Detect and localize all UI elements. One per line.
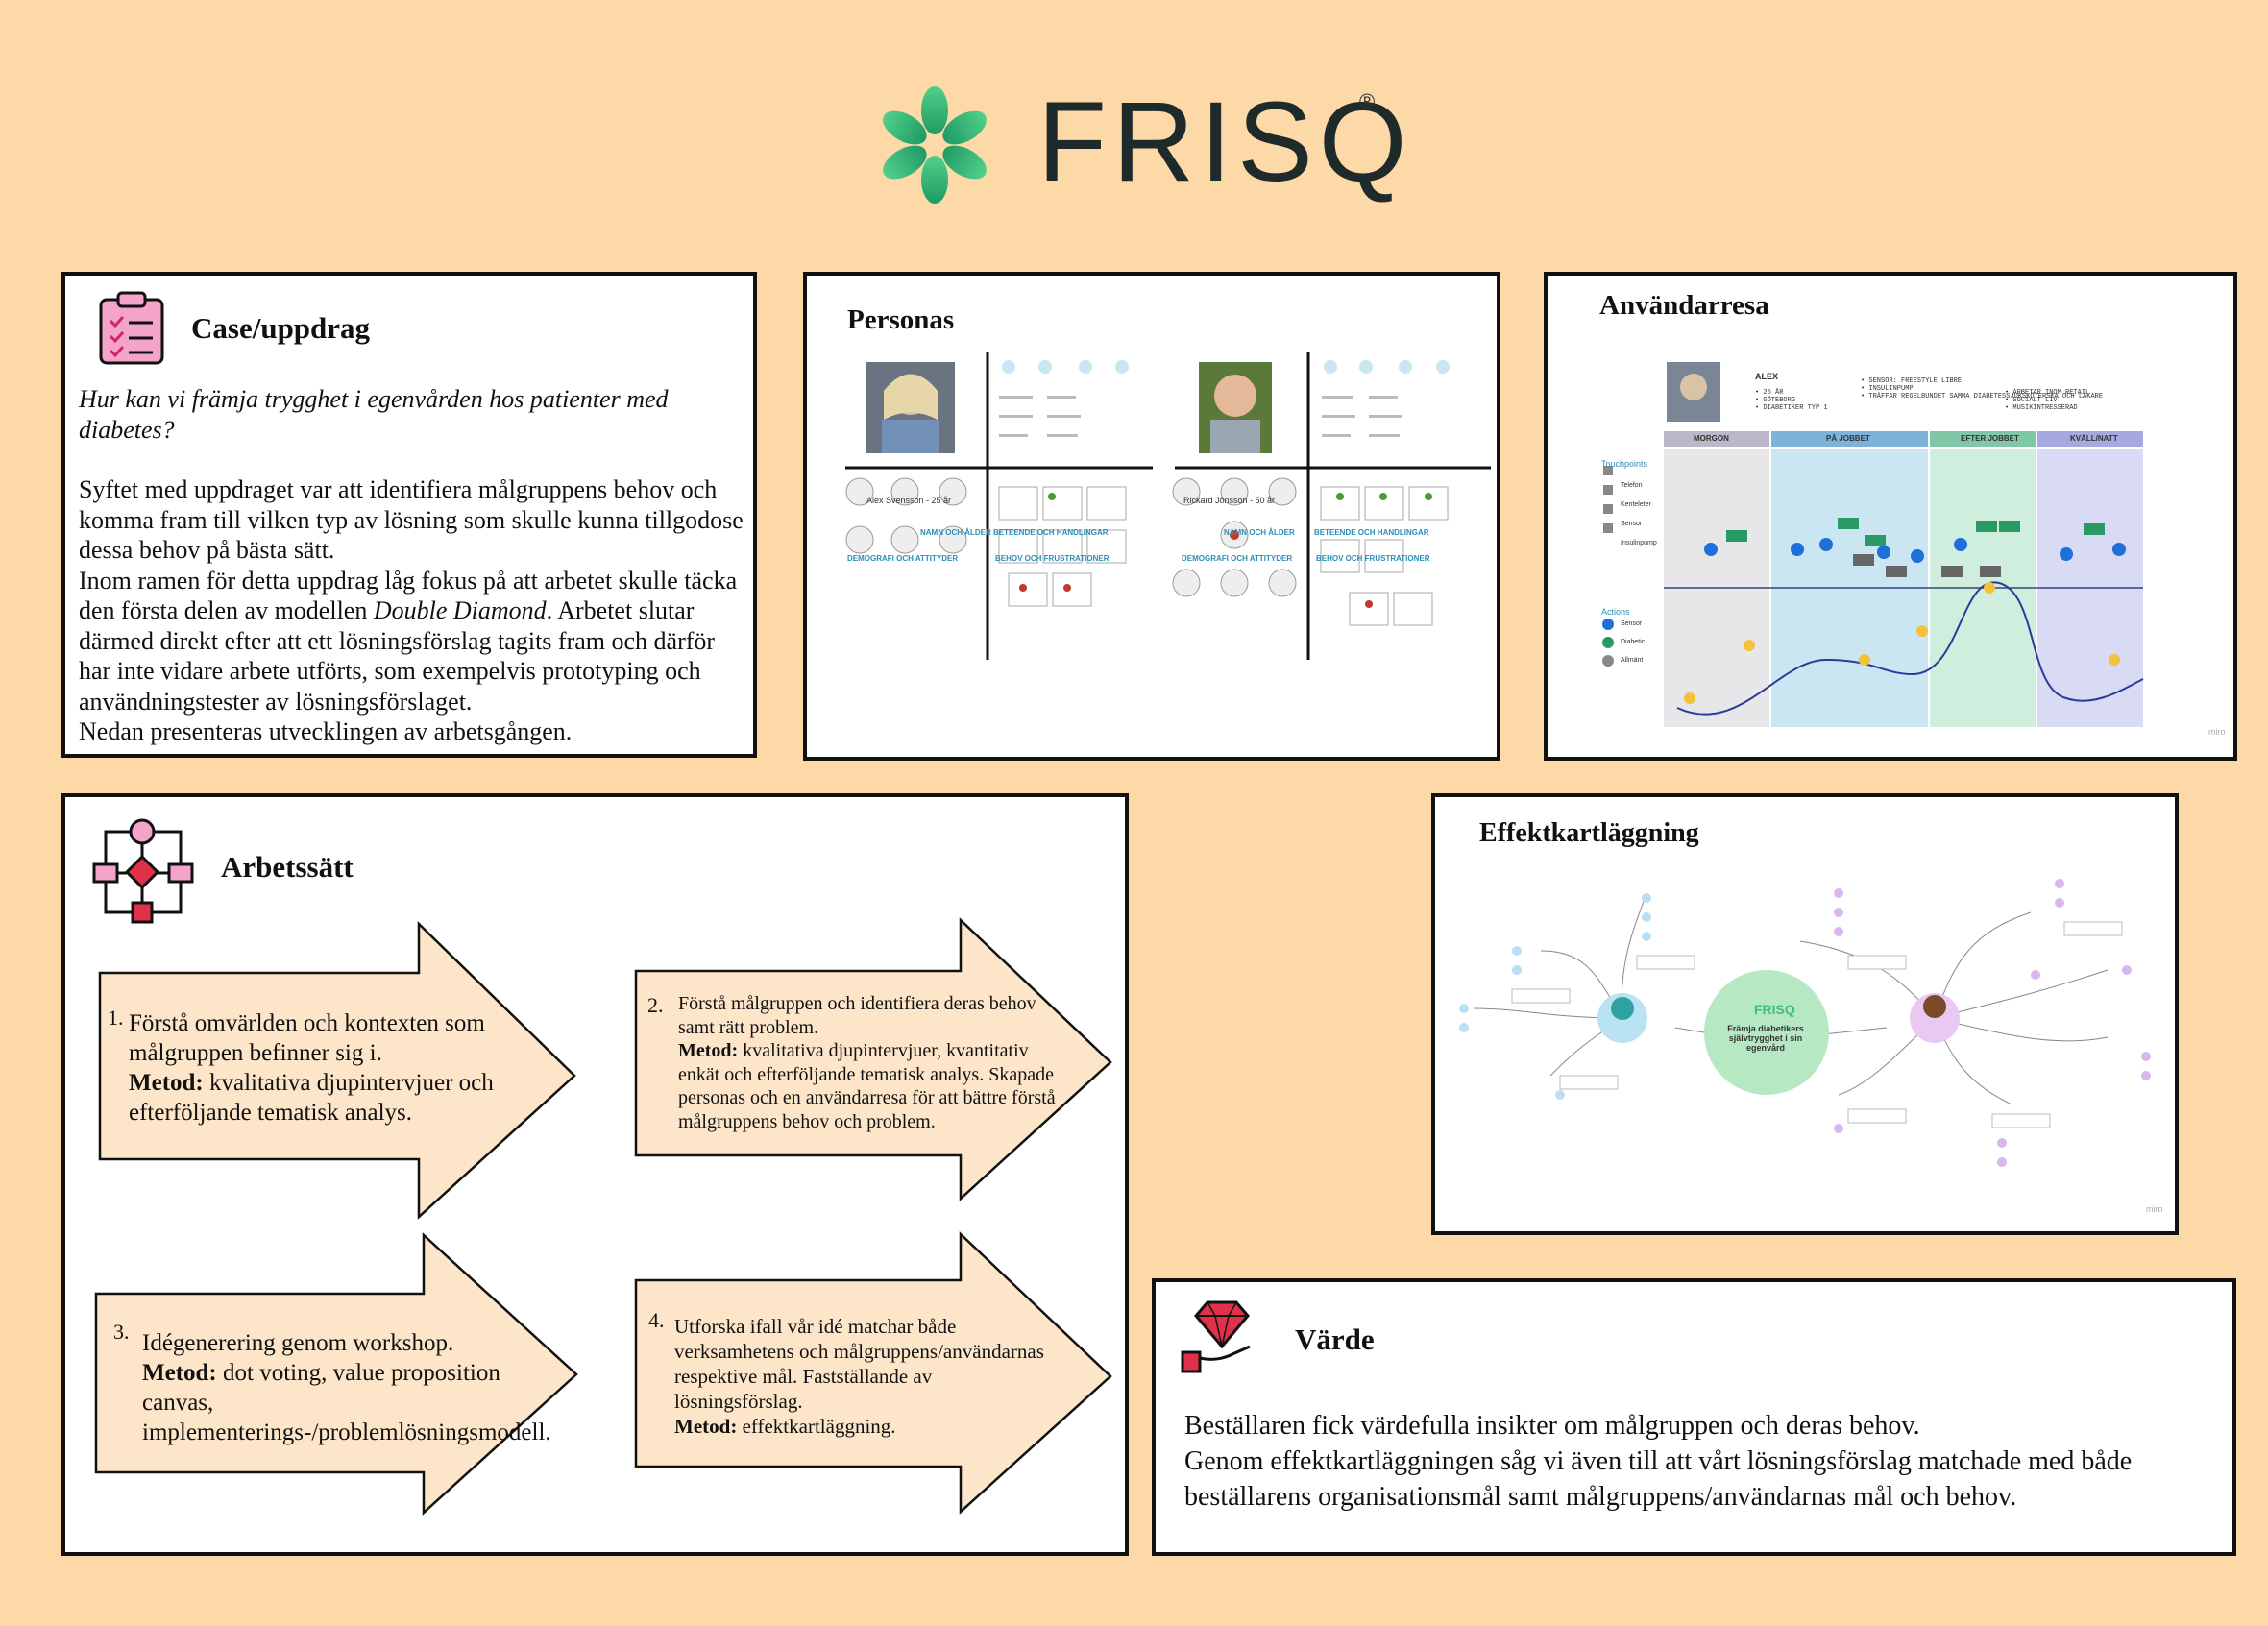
actions-label: Actions <box>1601 607 1630 617</box>
varde-title: Värde <box>1295 1323 1375 1356</box>
case-question: Hur kan vi främja trygghet i egenvården … <box>79 385 669 444</box>
flowchart-icon <box>92 818 194 924</box>
persona-2-name: Rickard Jönsson - 50 år <box>1183 496 1276 505</box>
persona-2-label-name: NAMN OCH ÅLDER <box>1224 528 1295 537</box>
persona-1-label-behav: BETEENDE OCH HANDLINGAR <box>993 528 1109 537</box>
persona-1-label-needs: BEHOV OCH FRUSTRATIONER <box>995 554 1110 563</box>
persona-2-label-needs: BEHOV OCH FRUSTRATIONER <box>1316 554 1430 563</box>
case-body: Syftet med uppdraget var att identifiera… <box>79 474 751 747</box>
case-body-paragraph: Syftet med uppdraget var att identifiera… <box>79 475 744 564</box>
case-body-paragraph: Inom ramen för detta uppdrag låg fokus p… <box>79 566 738 716</box>
case-title: Case/uppdrag <box>191 311 371 345</box>
touchpoint-item: Telefon <box>1621 482 1643 489</box>
persona-2-label-demo: DEMOGRAFI OCH ATTITYDER <box>1182 554 1293 563</box>
phase-label: MORGON <box>1694 434 1729 443</box>
impact-map-center-logo: FRISQ <box>1754 1002 1795 1017</box>
frisq-logo: FRISQ ® <box>879 82 1407 211</box>
case-panel: Case/uppdrag Hur kan vi främja trygghet … <box>61 272 757 758</box>
effekt-title: Effektkartläggning <box>1479 818 1699 848</box>
miro-watermark: miro <box>2208 727 2226 737</box>
action-item: Allmänt <box>1621 657 1644 664</box>
action-item: Diabetic <box>1621 639 1646 645</box>
touchpoint-item: Kenteleter <box>1621 501 1651 508</box>
persona-1-label-name: NAMN OCH ÅLDER <box>920 528 991 537</box>
miro-watermark: miro <box>2146 1204 2163 1214</box>
phase-label: PÅ JOBBET <box>1826 434 1870 443</box>
case-body-paragraph: Nedan presenteras utvecklingen av arbets… <box>79 717 573 745</box>
personas-title: Personas <box>847 304 955 335</box>
personas-panel: Personas <box>803 272 1500 761</box>
touchpoint-item: Insulinpump <box>1621 540 1657 546</box>
frisq-flower-icon <box>883 86 987 204</box>
step-2-text: Förstå målgruppen och identifiera deras … <box>678 993 1056 1132</box>
step-4-text: Utforska ifall vår idé matchar både verk… <box>674 1315 1044 1438</box>
arbetssatt-panel: Arbetssätt 1. Förstå omvärlden och konte… <box>61 793 1129 1556</box>
persona-1-name: Alex Svensson - 25 år <box>866 496 952 505</box>
phase-label: EFTER JOBBET <box>1961 434 2019 443</box>
arbetssatt-title: Arbetssätt <box>221 850 354 884</box>
step-3-arrow <box>94 1232 578 1516</box>
journey-info-2: • SENSOR: FREESTYLE LIBRE • INSULINPUMP … <box>1861 377 2104 400</box>
diamond-hand-icon <box>1181 1300 1251 1373</box>
journey-info-3: • ARBETAR INOM RETAIL • SOCIALT LIV • MU… <box>2005 389 2090 412</box>
touchpoints-label: Touchpoints <box>1601 459 1648 469</box>
journey-title: Användarresa <box>1599 290 1769 321</box>
phase-label: KVÄLL/NATT <box>2070 434 2118 443</box>
persona-1-label-demo: DEMOGRAFI OCH ATTITYDER <box>847 554 959 563</box>
impact-map-image <box>1459 879 2151 1167</box>
registered-mark: ® <box>1359 89 1376 113</box>
step-1-text: Förstå omvärlden och kontexten som målgr… <box>129 1010 494 1126</box>
step-3-text: Idégenerering genom workshop. Metod: dot… <box>142 1330 551 1445</box>
step-2-number: 2. <box>647 993 664 1017</box>
persona-2-label-behav: BETEENDE OCH HANDLINGAR <box>1314 528 1429 537</box>
varde-panel: Värde Beställaren fick värdefulla insikt… <box>1152 1278 2236 1556</box>
user-journey-panel: Användarresa ALEX • 25 ÅR • GÖTEBORG • D… <box>1544 272 2237 761</box>
varde-paragraph: Genom effektkartläggningen såg vi även t… <box>1184 1446 2133 1512</box>
varde-paragraph: Beställaren fick värdefulla insikter om … <box>1184 1411 1920 1441</box>
journey-persona-name: ALEX <box>1755 372 1779 381</box>
varde-body: Beställaren fick värdefulla insikter om … <box>1184 1408 2231 1515</box>
step-1-number: 1. <box>108 1006 124 1030</box>
process-arrows <box>94 917 1112 1516</box>
impact-map-goal: Främja diabetikers självtrygghet i sin e… <box>1727 1024 1804 1053</box>
clipboard-checklist-icon <box>99 291 164 365</box>
action-item: Sensor <box>1621 620 1643 627</box>
step-2-arrow <box>634 917 1112 1201</box>
journey-board-image <box>1602 362 2144 727</box>
journey-info-1: • 25 ÅR • GÖTEBORG • DIABETIKER TYP 1 <box>1755 389 1828 412</box>
step-4-number: 4. <box>648 1308 665 1332</box>
personas-board-image <box>845 352 1491 660</box>
logo-wordmark: FRISQ <box>1037 79 1413 206</box>
effektkartlaggning-panel: Effektkartläggning FRISQ Främja diabetik… <box>1431 793 2179 1235</box>
step-1-arrow <box>98 921 576 1220</box>
step-4-arrow <box>634 1231 1112 1515</box>
step-3-number: 3. <box>113 1320 130 1344</box>
touchpoint-item: Sensor <box>1621 521 1643 527</box>
